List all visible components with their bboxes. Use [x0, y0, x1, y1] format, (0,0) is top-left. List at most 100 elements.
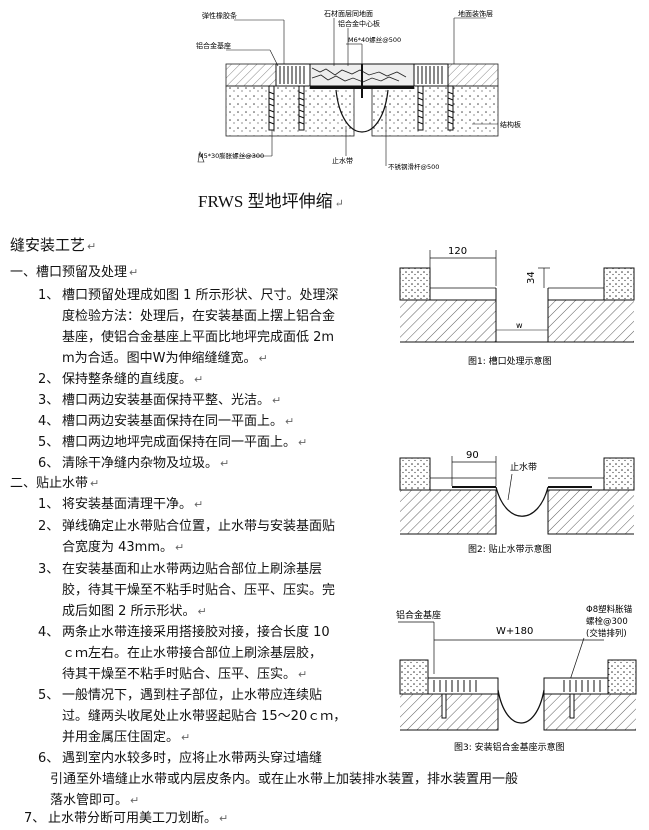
list-item-line: 两条止水带连接采用搭接胶对接，接合长度 10 — [62, 625, 330, 640]
fig3-bolt-label-2: 螺栓@300 — [586, 616, 628, 627]
list-item-line: 过。缝两头收尾处止水带竖起贴合 15～20ｃｍ， — [62, 709, 347, 724]
list-item-line: m为合适。图中W为伸缩缝缝宽。↵ — [62, 350, 268, 368]
fig2-waterstop-label: 止水带 — [510, 461, 537, 473]
fig3-bolt-label-1: Φ8塑料胀锚 — [586, 604, 633, 615]
fig3-w-label: W+180 — [496, 626, 533, 637]
return-mark: ↵ — [87, 240, 97, 253]
return-mark: ↵ — [194, 373, 204, 386]
fig2-waterstop-curve — [495, 486, 549, 517]
return-mark: ↵ — [334, 198, 344, 210]
list-item-line: 将安装基面清理干净。↵ — [62, 496, 203, 514]
list-item-line: 在安装基面和止水带两边贴合部位上刷涂基层 — [62, 562, 323, 577]
line-text: 落水管即可。 — [50, 793, 129, 808]
list-item-num: 7、 — [24, 811, 46, 826]
heading-text: 一、槽口预留及处理 — [10, 265, 128, 280]
line-text: 槽口两边安装基面保持在同一平面上。 — [62, 414, 284, 429]
label-bolt-m6: M6*40螺丝@500 — [348, 35, 401, 44]
figure-2-waterstop-diagram: 90 止水带 图2: 贴止水带示意图 — [399, 450, 635, 555]
list-item-line: 并用金属压住固定。↵ — [62, 729, 190, 747]
continuation-line: 引通至外墙缝止水带或内层皮条内。或在止水带上加装排水装置，排水装置用一般 — [50, 772, 519, 787]
line-text: 保持整条缝的直线度。 — [62, 372, 193, 387]
list-item-line: 槽口预留处理成如图 1 所示形状、尺寸。处理深 — [62, 288, 339, 303]
left-floor-layer — [225, 63, 277, 87]
list-item-num: 3、 — [38, 562, 60, 577]
right-floor-layer — [447, 63, 499, 87]
line-text: 槽口两边地坪完成面保持在同一平面上。 — [62, 435, 297, 450]
list-item-line: 合宽度为 43mm。↵ — [62, 539, 184, 557]
title-text: FRWS 型地坪伸缩 — [198, 192, 333, 211]
return-mark: ↵ — [129, 266, 139, 279]
right-aluminum-base — [413, 63, 449, 87]
figure-3-aluminum-base-diagram: 铝合金基座 Φ8塑料胀锚 螺栓@300 (交错排列) W+180 图3: 安装铝… — [396, 604, 637, 753]
list-item-num: 3、 — [38, 393, 60, 408]
return-mark: ↵ — [272, 394, 282, 407]
list-item-line: 槽口两边安装基面保持在同一平面上。↵ — [62, 413, 294, 431]
list-item-line: ｃｍ左右。在止水带接合部位上刷涂基层胶， — [62, 646, 323, 661]
return-mark: ↵ — [220, 457, 230, 470]
list-item-num: 1、 — [38, 497, 60, 512]
fig1-dim-width: 120 — [448, 246, 467, 257]
return-mark: ↵ — [298, 668, 308, 681]
line-text: 槽口两边安装基面保持平整、光洁。 — [62, 393, 271, 408]
list-item-num: 6、 — [38, 751, 60, 766]
fig3-base-label: 铝合金基座 — [396, 609, 441, 621]
list-item-line: 槽口两边地坪完成面保持在同一平面上。↵ — [62, 434, 307, 452]
fig3-bolt-label-3: (交错排列) — [586, 628, 627, 639]
return-mark: ↵ — [130, 794, 140, 807]
return-mark: ↵ — [194, 498, 204, 511]
section-1-heading: 一、槽口预留及处理↵ — [10, 264, 138, 282]
left-structural-slab — [225, 85, 355, 137]
return-mark: ↵ — [298, 436, 308, 449]
return-mark: ↵ — [197, 605, 207, 618]
fig3-caption: 图3: 安装铝合金基座示意图 — [454, 741, 565, 753]
list-item-num: 4、 — [38, 414, 60, 429]
list-item-line: 清除干净缝内杂物及垃圾。↵ — [62, 455, 229, 473]
list-item-line: 遇到室内水较多时，应将止水带两头穿过墙缝 — [62, 751, 323, 766]
list-item-line: 保持整条缝的直线度。↵ — [62, 371, 203, 389]
return-mark: ↵ — [175, 541, 185, 554]
right-structural-slab — [371, 85, 499, 137]
list-item-num: 2、 — [38, 519, 60, 534]
list-item-num: 1、 — [38, 288, 60, 303]
top-figure-title: FRWS 型地坪伸缩↵ — [198, 191, 344, 215]
fig1-w-label: w — [516, 321, 523, 330]
section-title: 缝安装工艺↵ — [10, 235, 96, 257]
label-rubber-strip: 弹性橡胶条 — [202, 11, 237, 20]
list-item-line: 成后如图 2 所示形状。↵ — [62, 603, 207, 621]
list-item-line: 度检验方法：处理后，在安装基面上摆上铝合金 — [62, 309, 336, 324]
list-item-num: 5、 — [38, 435, 60, 450]
continuation-line: 落水管即可。↵ — [50, 792, 139, 810]
waterstop-curve — [335, 89, 389, 133]
list-item-num: 2、 — [38, 372, 60, 387]
section-title-text: 缝安装工艺 — [10, 236, 86, 254]
return-mark: ↵ — [181, 731, 191, 744]
return-mark: ↵ — [219, 812, 229, 825]
line-text: 清除干净缝内杂物及垃圾。 — [62, 456, 219, 471]
return-mark: ↵ — [90, 477, 100, 490]
list-item-line: 待其干燥至不粘手时贴合、压平、压实。↵ — [62, 666, 307, 684]
line-text: 合宽度为 43mm。 — [62, 540, 174, 555]
list-item-line: 槽口两边安装基面保持平整、光洁。↵ — [62, 392, 281, 410]
fig1-caption: 图1: 槽口处理示意图 — [468, 355, 552, 367]
line-text: 将安装基面清理干净。 — [62, 497, 193, 512]
label-waterstop: 止水带 — [332, 156, 353, 165]
label-floor-finish: 地面装饰层 — [458, 9, 493, 18]
list-item-line: 一般情况下，遇到柱子部位，止水带应连续贴 — [62, 688, 323, 703]
line-text: 待其干燥至不粘手时贴合、压平、压实。 — [62, 667, 297, 682]
heading-text: 二、贴止水带 — [10, 476, 89, 491]
fig3-left-base — [427, 677, 499, 695]
list-item-num: 5、 — [38, 688, 60, 703]
label-aluminum-center: 铝合金中心板 — [338, 19, 380, 28]
return-mark: ↵ — [285, 415, 295, 428]
section-2-heading: 二、贴止水带↵ — [10, 475, 99, 493]
frws-section-drawing: 弹性橡胶条 铝合金基座 石材面层同地面 铝合金中心板 M6*40螺丝@500 地… — [196, 9, 521, 171]
list-item-line: 弹线确定止水带贴合位置，止水带与安装基面贴 — [62, 519, 336, 534]
label-steel-slide: 不锈钢滑杆@500 — [388, 162, 439, 171]
list-item-line: 胶，待其干燥至不粘手时贴合、压平、压实。完 — [62, 583, 336, 598]
list-item-num: 6、 — [38, 456, 60, 471]
line-text: 止水带分断可用美工刀划断。 — [48, 811, 218, 826]
fig3-waterstop-curve — [497, 689, 545, 724]
fig1-dim-depth: 34 — [526, 271, 537, 284]
figure-1-groove-diagram: 120 34 w 图1: 槽口处理示意图 — [399, 246, 635, 367]
fig2-caption: 图2: 贴止水带示意图 — [468, 543, 552, 555]
